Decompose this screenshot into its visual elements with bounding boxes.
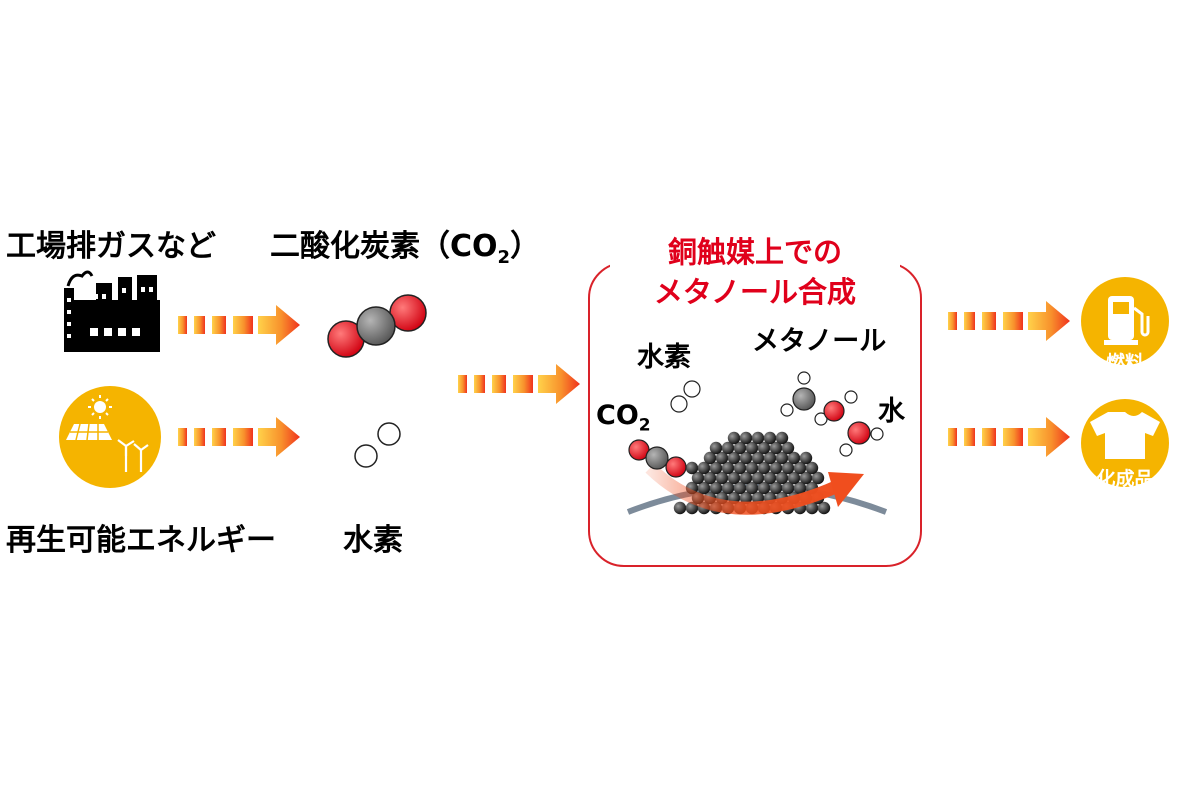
arrow-to-chemical (948, 417, 1070, 457)
renewable-label: 再生可能エネルギー (6, 523, 276, 558)
hydrogen-label: 水素 (343, 523, 403, 558)
fuel-pump-icon (1081, 277, 1169, 365)
catalyst-co2-label: CO2 (596, 402, 651, 434)
catalyst-box (588, 262, 922, 567)
renewable-energy-icon (59, 386, 161, 488)
catalyst-co2-sub: 2 (638, 415, 651, 436)
chemical-label: 化成品 (1096, 468, 1154, 490)
co2-molecule-icon (327, 294, 427, 358)
catalyst-co2-main: CO (596, 400, 639, 431)
co2-title: 二酸化炭素（CO2） (270, 232, 540, 267)
catalyst-title-line2: メタノール合成 (653, 275, 857, 309)
co2-title-close: ） (510, 229, 541, 264)
co2-title-main: 二酸化炭素（CO (270, 229, 498, 264)
co2-title-sub: 2 (497, 247, 511, 268)
catalyst-hydrogen-label: 水素 (637, 342, 691, 373)
factory-label: 工場排ガスなど (6, 229, 216, 264)
arrow-renewable-to-hydrogen (178, 417, 300, 457)
fuel-label: 燃料 (1105, 352, 1144, 374)
arrow-to-catalyst (458, 364, 580, 404)
catalyst-methanol-label: メタノール (752, 326, 887, 357)
hydrogen-molecule-icon (354, 422, 401, 468)
arrow-to-fuel (948, 301, 1070, 341)
arrow-factory-to-co2 (178, 305, 300, 345)
catalyst-title-line1: 銅触媒上での (667, 235, 842, 269)
factory-icon (64, 270, 160, 352)
catalyst-title: 銅触媒上での メタノール合成 (610, 232, 900, 312)
catalyst-water-label: 水 (878, 396, 905, 427)
tshirt-icon (1081, 399, 1169, 487)
